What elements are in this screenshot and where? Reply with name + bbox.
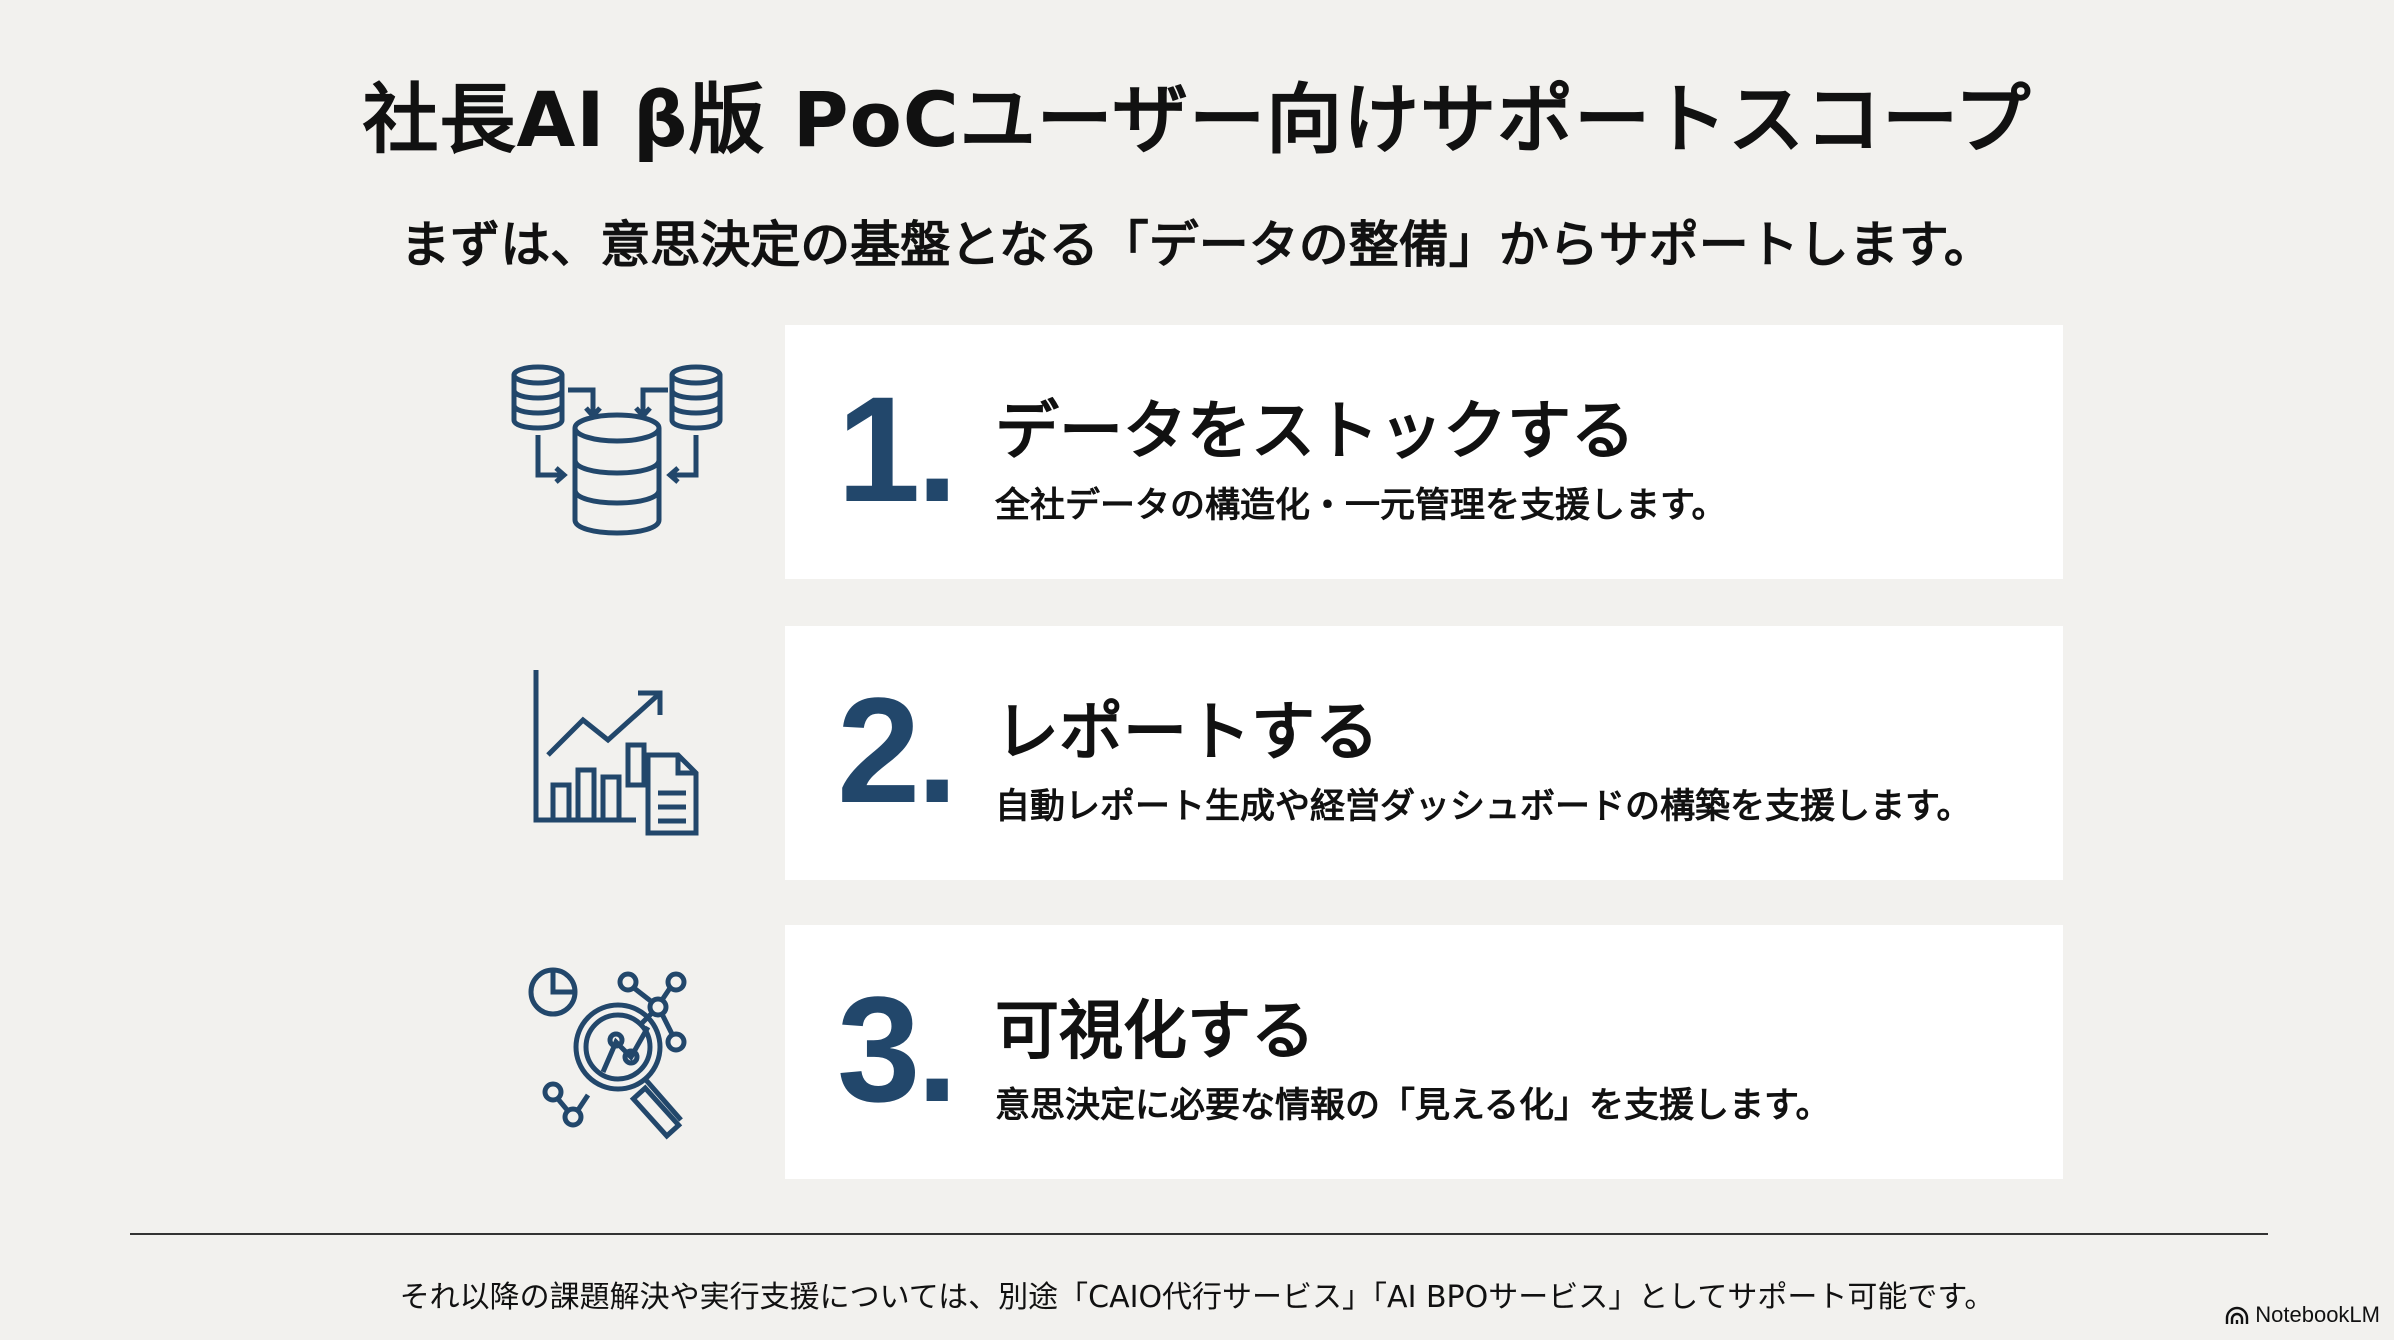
divider bbox=[130, 1233, 2268, 1235]
brand-label: NotebookLM bbox=[2255, 1302, 2380, 1327]
page-subtitle: まずは、意思決定の基盤となる「データの整備」からサポートします。 bbox=[400, 216, 1994, 274]
scope-card-1: 1. データをストックする 全社データの構造化・一元管理を支援します。 bbox=[785, 325, 2063, 579]
item-heading: レポートする bbox=[995, 696, 1379, 770]
item-number: 3. bbox=[837, 965, 958, 1133]
page-title: 社長AI β版 PoCユーザー向けサポートスコープ bbox=[362, 75, 2032, 164]
scope-card-3: 3. 可視化する 意思決定に必要な情報の「見える化」を支援します。 bbox=[785, 925, 2063, 1179]
scope-card-2: 2. レポートする 自動レポート生成や経営ダッシュボードの構築を支援します。 bbox=[785, 626, 2063, 880]
item-description: 意思決定に必要な情報の「見える化」を支援します。 bbox=[995, 1086, 1831, 1126]
item-description: 全社データの構造化・一元管理を支援します。 bbox=[995, 486, 1727, 526]
footer-note: それ以降の課題解決や実行支援については、別途「CAIO代行サービス」「AI BP… bbox=[399, 1280, 1995, 1315]
magnifier-analytics-icon bbox=[528, 967, 687, 1140]
item-heading: 可視化する bbox=[995, 995, 1315, 1069]
item-number: 2. bbox=[837, 666, 958, 834]
notebooklm-watermark: NotebookLM bbox=[2225, 1302, 2380, 1328]
database-merge-icon bbox=[511, 364, 723, 536]
item-number: 1. bbox=[837, 365, 958, 533]
item-description: 自動レポート生成や経営ダッシュボードの構築を支援します。 bbox=[995, 787, 1972, 827]
notebooklm-logo-icon bbox=[2226, 1306, 2249, 1324]
item-heading: データをストックする bbox=[995, 395, 1635, 469]
chart-report-icon bbox=[533, 670, 699, 836]
